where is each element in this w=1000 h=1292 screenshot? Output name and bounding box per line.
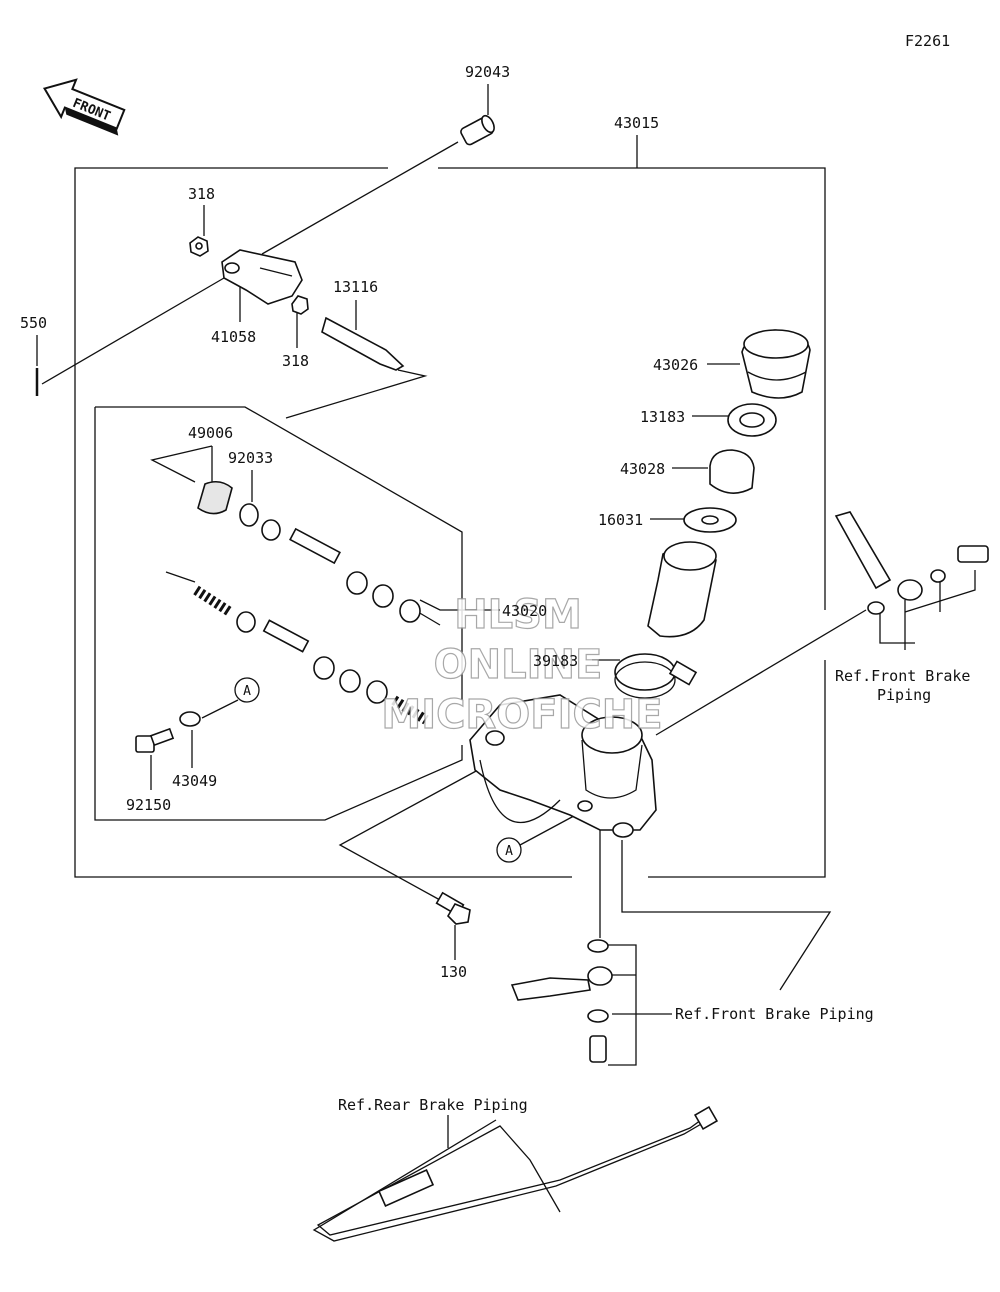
label-92043: 92043 xyxy=(465,63,510,81)
banjo-fitting-front-icon xyxy=(510,939,613,1063)
label-49006: 49006 xyxy=(188,424,233,442)
plate-13183-icon xyxy=(727,403,777,437)
watermark-line-1: HLSM xyxy=(454,592,582,638)
watermark: HLSM ONLINE MICROFICHE xyxy=(381,591,663,738)
callout-a-1: A xyxy=(234,677,260,703)
reservoir-cap-43026-icon xyxy=(741,329,811,399)
label-318-top: 318 xyxy=(188,185,215,203)
label-16031: 16031 xyxy=(598,511,643,529)
front-arrow-icon: FRONT xyxy=(42,78,126,136)
callout-a-2: A xyxy=(496,837,522,863)
inner-frame xyxy=(94,406,463,821)
clevis-41058-icon xyxy=(221,249,303,305)
bolt-92150-icon xyxy=(135,727,175,753)
assembly-frame-43015 xyxy=(74,135,826,878)
ref-front-brake-piping-right-line-2: Piping xyxy=(877,686,931,704)
diagram-id: F2261 xyxy=(905,32,950,50)
watermark-line-3: MICROFICHE xyxy=(381,692,662,738)
bolt-130-icon xyxy=(435,891,471,925)
pin-92043-icon xyxy=(460,114,495,146)
label-92033: 92033 xyxy=(228,449,273,467)
reservoir-43015-icon xyxy=(647,541,717,638)
label-43026: 43026 xyxy=(653,356,698,374)
label-43015: 43015 xyxy=(614,114,659,132)
bushing-49006-icon xyxy=(197,480,233,515)
ref-front-brake-piping-lower: Ref.Front Brake Piping xyxy=(675,1005,874,1023)
label-550: 550 xyxy=(20,314,47,332)
ref-rear-brake-piping: Ref.Rear Brake Piping xyxy=(338,1096,528,1114)
rear-brake-pipe-icon xyxy=(312,1105,719,1242)
nut-318-icon xyxy=(189,236,209,257)
label-43049: 43049 xyxy=(172,772,217,790)
label-13116: 13116 xyxy=(333,278,378,296)
svg-text:A: A xyxy=(505,844,513,859)
circlip-92033-icon xyxy=(239,503,259,527)
piston-kit-43020-lower-icon xyxy=(193,585,429,725)
washer-43049-icon xyxy=(179,711,201,727)
label-13183: 13183 xyxy=(640,408,685,426)
label-39183: 39183 xyxy=(533,652,578,670)
ring-16031-icon xyxy=(683,507,737,533)
nut-318-b-icon xyxy=(291,295,309,315)
watermark-line-2: ONLINE xyxy=(434,642,603,688)
label-318-bottom: 318 xyxy=(282,352,309,370)
ref-front-brake-piping-right-line-1: Ref.Front Brake xyxy=(835,667,970,685)
diaphragm-43028-icon xyxy=(709,449,755,494)
svg-text:A: A xyxy=(243,684,251,699)
piston-kit-43020-upper-icon xyxy=(261,519,421,623)
master-cylinder-body-icon xyxy=(469,694,657,838)
banjo-fitting-right-icon xyxy=(834,511,989,615)
push-rod-13116-icon xyxy=(321,316,405,371)
label-92150: 92150 xyxy=(126,796,171,814)
hose-clamp-39183-icon xyxy=(614,653,698,699)
label-130: 130 xyxy=(440,963,467,981)
label-43028: 43028 xyxy=(620,460,665,478)
label-41058: 41058 xyxy=(211,328,256,346)
label-43020: 43020 xyxy=(502,602,547,620)
